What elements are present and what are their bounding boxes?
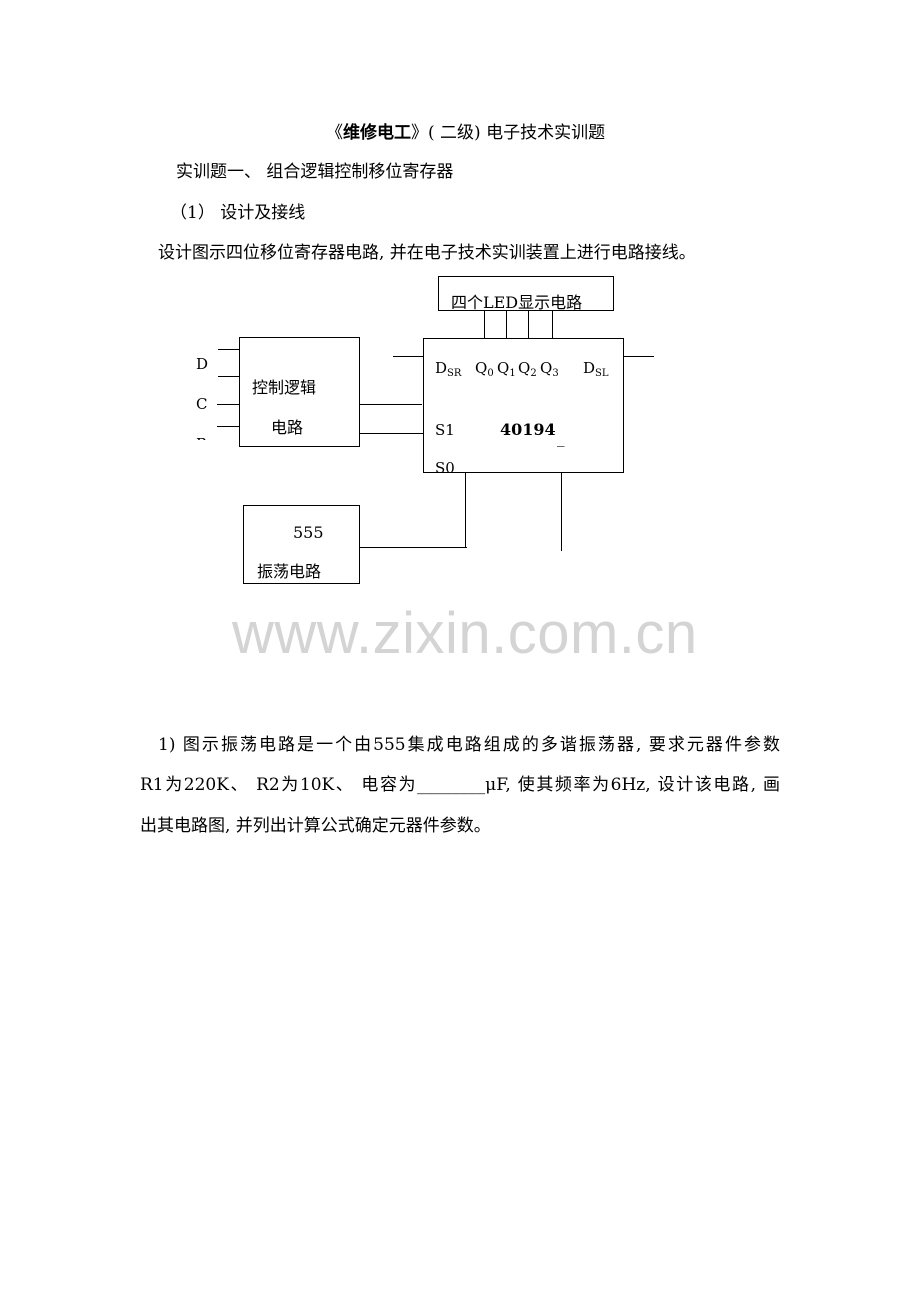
oscillator-555-box: 555 振荡电路 — [243, 505, 360, 584]
wire-clock-v — [465, 472, 466, 548]
dsl-label: DSL — [583, 359, 609, 379]
input-c-label: C — [196, 395, 208, 413]
wire-ctrl-1 — [359, 404, 422, 405]
input-wire-2 — [218, 376, 239, 377]
question-line-2: R1为220K、 R2为10K、 电容为________μF, 使其频率为6Hz… — [140, 775, 780, 795]
title-bracket: 《 — [326, 123, 343, 143]
q1-label: Q1 — [497, 359, 516, 379]
question-line-1: 1) 图示振荡电路是一个由555集成电路组成的多谐振荡器, 要求元器件参数 — [158, 735, 780, 755]
document-title: 《维修电工》( 二级) 电子技术实训题 — [326, 123, 605, 143]
section-heading: 实训题一、 组合逻辑控制移位寄存器 — [176, 162, 454, 182]
title-bold: 维修电工 — [343, 123, 411, 143]
wire-dsl — [623, 356, 654, 357]
wire-q2 — [528, 310, 529, 338]
control-label-2: 电路 — [271, 418, 304, 437]
s1-label: S1 — [435, 421, 455, 439]
input-wire-4 — [217, 426, 239, 427]
wire-clock-h — [359, 547, 467, 548]
wire-q3 — [552, 310, 553, 338]
osc-label-2: 振荡电路 — [257, 562, 322, 581]
dsr-label: DSR — [435, 359, 462, 379]
chip-name: 40194 — [500, 420, 556, 439]
input-d-label: D — [196, 355, 209, 373]
wire-cr — [561, 472, 562, 551]
instruction-text: 设计图示四位移位寄存器电路, 并在电子技术实训装置上进行电路接线。 — [158, 243, 696, 263]
title-rest: 》( 二级) 电子技术实训题 — [411, 123, 606, 143]
watermark: www.zixin.com.cn — [232, 601, 698, 666]
control-label-1: 控制逻辑 — [252, 378, 317, 397]
led-display-box: 四个LED显示电路 — [438, 276, 614, 311]
input-wire-1 — [218, 349, 239, 350]
s0-label: S0 — [435, 459, 455, 473]
input-b-label: B — [196, 435, 207, 440]
subheading: （1） 设计及接线 — [170, 203, 306, 223]
question-line-3: 出其电路图, 并列出计算公式确定元器件参数。 — [140, 816, 491, 836]
osc-label-1: 555 — [293, 523, 324, 542]
control-logic-box: 控制逻辑 电路 — [239, 337, 360, 447]
wire-ctrl-2 — [359, 433, 423, 434]
q2-label: Q2 — [518, 359, 537, 379]
chip-40194-box: DSR Q0 Q1 Q2 Q3 DSL S1 40194 _ S0 — [423, 338, 624, 473]
wire-q1 — [506, 310, 507, 338]
chip-dash: _ — [557, 429, 565, 447]
wire-dsr — [393, 356, 423, 357]
q3-label: Q3 — [540, 359, 559, 379]
input-wire-3 — [217, 404, 239, 405]
input-b-clip: B — [196, 432, 211, 440]
wire-q0 — [484, 310, 485, 338]
led-box-label: 四个LED显示电路 — [451, 293, 583, 311]
q0-label: Q0 — [475, 359, 494, 379]
